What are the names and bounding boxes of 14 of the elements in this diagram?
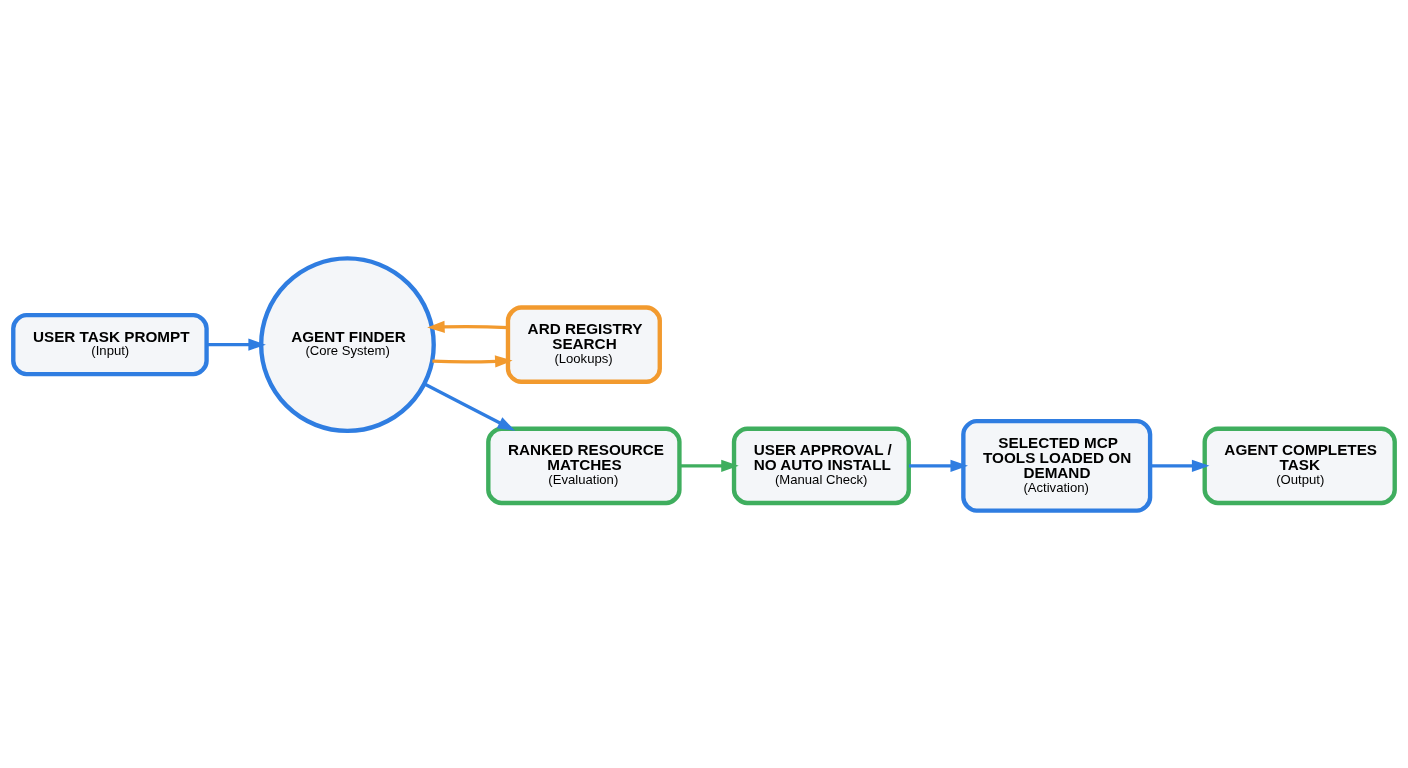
arrow — [679, 459, 739, 472]
arrow — [423, 382, 516, 431]
arrow — [432, 354, 513, 367]
node-box: USER TASK PROMPT (Input) — [11, 312, 209, 376]
node-box: RANKED RESOURCE MATCHES (Evaluation) — [486, 426, 682, 505]
arrow — [909, 459, 968, 472]
arrow — [427, 320, 508, 333]
arrow — [1150, 459, 1210, 472]
node-circle: AGENT FINDER (Core System) — [259, 255, 436, 433]
node-box: AGENT COMPLETES TASK (Output) — [1202, 426, 1397, 505]
arrow — [206, 338, 266, 351]
node-box: SELECTED MCP TOOLS LOADED ON DEMAND (Activation) — [961, 418, 1153, 513]
node-box: USER APPROVAL / NO AUTO INSTALL (Manual Check) — [731, 426, 911, 505]
node-box: ARD REGISTRY SEARCH (Lookups) — [505, 304, 662, 384]
